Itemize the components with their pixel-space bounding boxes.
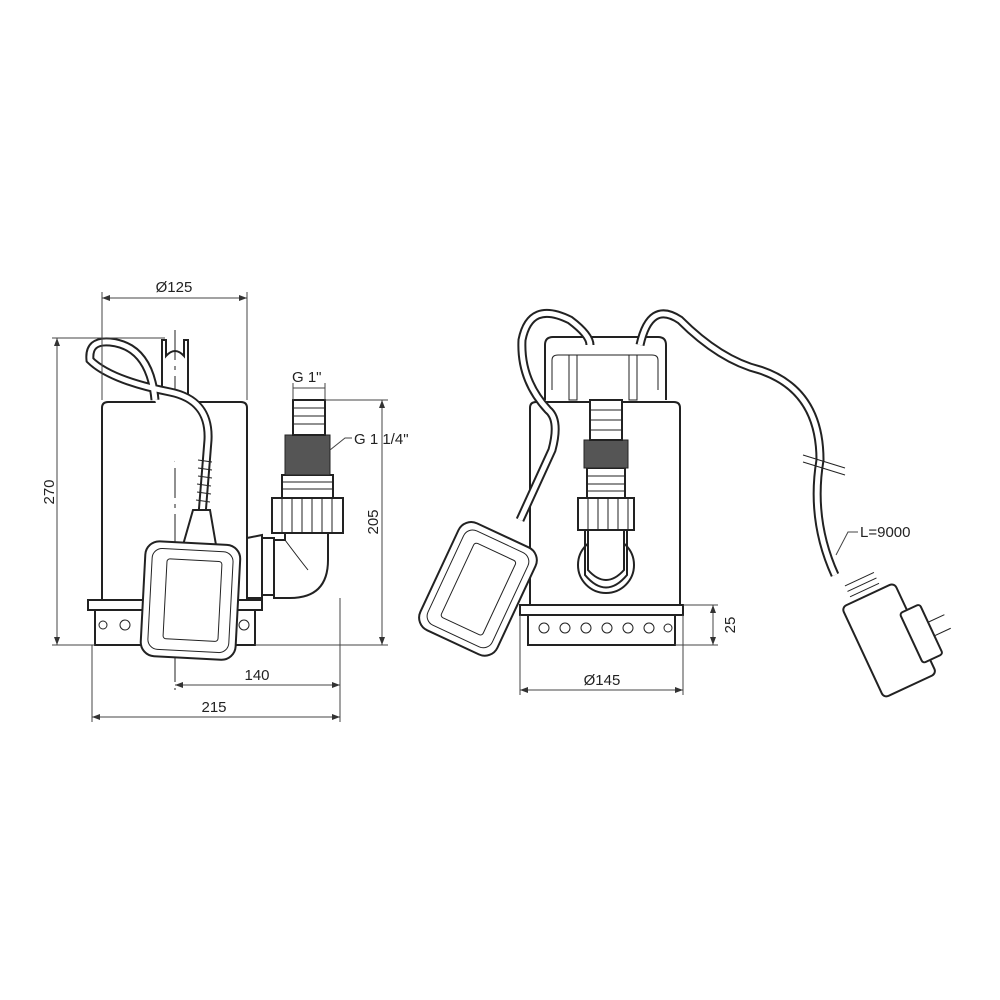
base-skirt-front [527, 614, 676, 646]
power-plug [842, 572, 951, 698]
float-cap [181, 509, 218, 546]
outlet-front [577, 399, 635, 594]
cable-strain-relief [195, 459, 213, 503]
keyhole-slots-front [538, 622, 673, 634]
dimensions-front [519, 531, 858, 695]
handle-post [161, 339, 189, 400]
float-switch-front [418, 521, 538, 657]
power-cable [635, 309, 840, 577]
float-switch [139, 540, 242, 661]
outlet-thread [284, 434, 331, 476]
label-thread-g1-1-4: G 1 1/4" [354, 431, 409, 448]
dim-width-215: 215 [201, 699, 226, 716]
dim-height-270: 270 [41, 479, 58, 504]
side-view: Ø125 270 205 G 1" G 1 1/4" 140 215 [41, 279, 409, 722]
dim-width-140: 140 [244, 667, 269, 684]
label-cable-length: L=9000 [860, 524, 910, 541]
dim-height-205: 205 [365, 509, 382, 534]
dim-diameter-145: Ø145 [584, 672, 621, 689]
keyhole-slots [98, 619, 250, 631]
dimensions-side [52, 292, 388, 722]
dim-base-25: 25 [722, 617, 739, 634]
dim-diameter-125: Ø125 [156, 279, 193, 296]
float-cable [87, 339, 211, 541]
front-view: 25 Ø145 L=9000 [418, 308, 951, 698]
label-thread-g1: G 1" [292, 369, 322, 386]
hose-barb [292, 399, 326, 436]
cable-break-mark [802, 454, 846, 476]
base-flange-front [519, 604, 684, 616]
outlet-elbow [246, 399, 344, 599]
carry-handle [544, 336, 667, 400]
